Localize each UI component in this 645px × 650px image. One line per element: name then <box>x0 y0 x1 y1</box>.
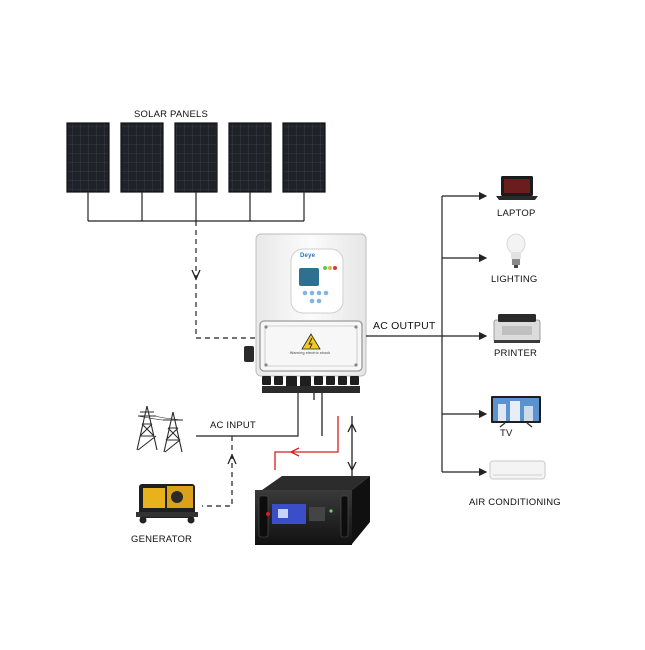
battery-wiring <box>274 393 353 485</box>
solar-panels <box>66 122 326 193</box>
ac-input-label: AC INPUT <box>210 420 256 431</box>
solar-panel <box>228 122 272 193</box>
load-label-lighting: LIGHTING <box>491 274 538 285</box>
load-label-printer: PRINTER <box>494 348 538 359</box>
ac-input-wiring <box>196 393 299 437</box>
printer-icon <box>493 314 541 343</box>
load-label-air-conditioning: AIR CONDITIONING <box>469 497 561 508</box>
hybrid-inverter <box>244 233 367 393</box>
solar-panel <box>282 122 326 193</box>
inverter-brand: Deye <box>300 253 316 259</box>
solar-panel <box>174 122 218 193</box>
load-label-laptop: LAPTOP <box>497 208 536 219</box>
pv-dashed-line <box>195 221 257 339</box>
laptop-icon <box>496 176 538 200</box>
warning-triangle-icon <box>301 333 321 350</box>
load-label-tv: TV <box>500 428 513 439</box>
generator-label: GENERATOR <box>131 534 193 545</box>
tv-icon <box>491 396 541 428</box>
status-led-icon <box>333 266 337 270</box>
battery-panel <box>272 504 306 524</box>
battery-down-arrow-icon <box>347 422 357 472</box>
dc-switch <box>244 346 254 362</box>
generator-dashed-line <box>202 436 233 507</box>
ac-input-arrow-icon <box>227 453 237 465</box>
battery-positive-arrow-icon <box>289 447 300 457</box>
status-led-icon <box>328 266 332 270</box>
inverter-buttons <box>302 290 329 304</box>
lithium-battery <box>255 476 370 545</box>
status-led-icon <box>323 266 327 270</box>
solar-panel <box>120 122 164 193</box>
solar-panel <box>66 122 110 193</box>
solar-panels-label: SOLAR PANELS <box>134 109 209 120</box>
warning-text: Warning electric shock <box>290 351 331 355</box>
inverter-screen <box>299 268 319 286</box>
pv-arrow-icon <box>191 269 201 281</box>
ac-output-label: AC OUTPUT <box>373 320 436 332</box>
ac-output-wiring <box>366 191 488 477</box>
light-bulb-icon <box>506 233 526 268</box>
panel-wiring <box>87 192 305 222</box>
inverter-terminals <box>262 376 359 387</box>
air-conditioner-icon <box>489 460 546 480</box>
transmission-tower-icon <box>136 405 184 453</box>
generator-icon <box>136 484 198 524</box>
